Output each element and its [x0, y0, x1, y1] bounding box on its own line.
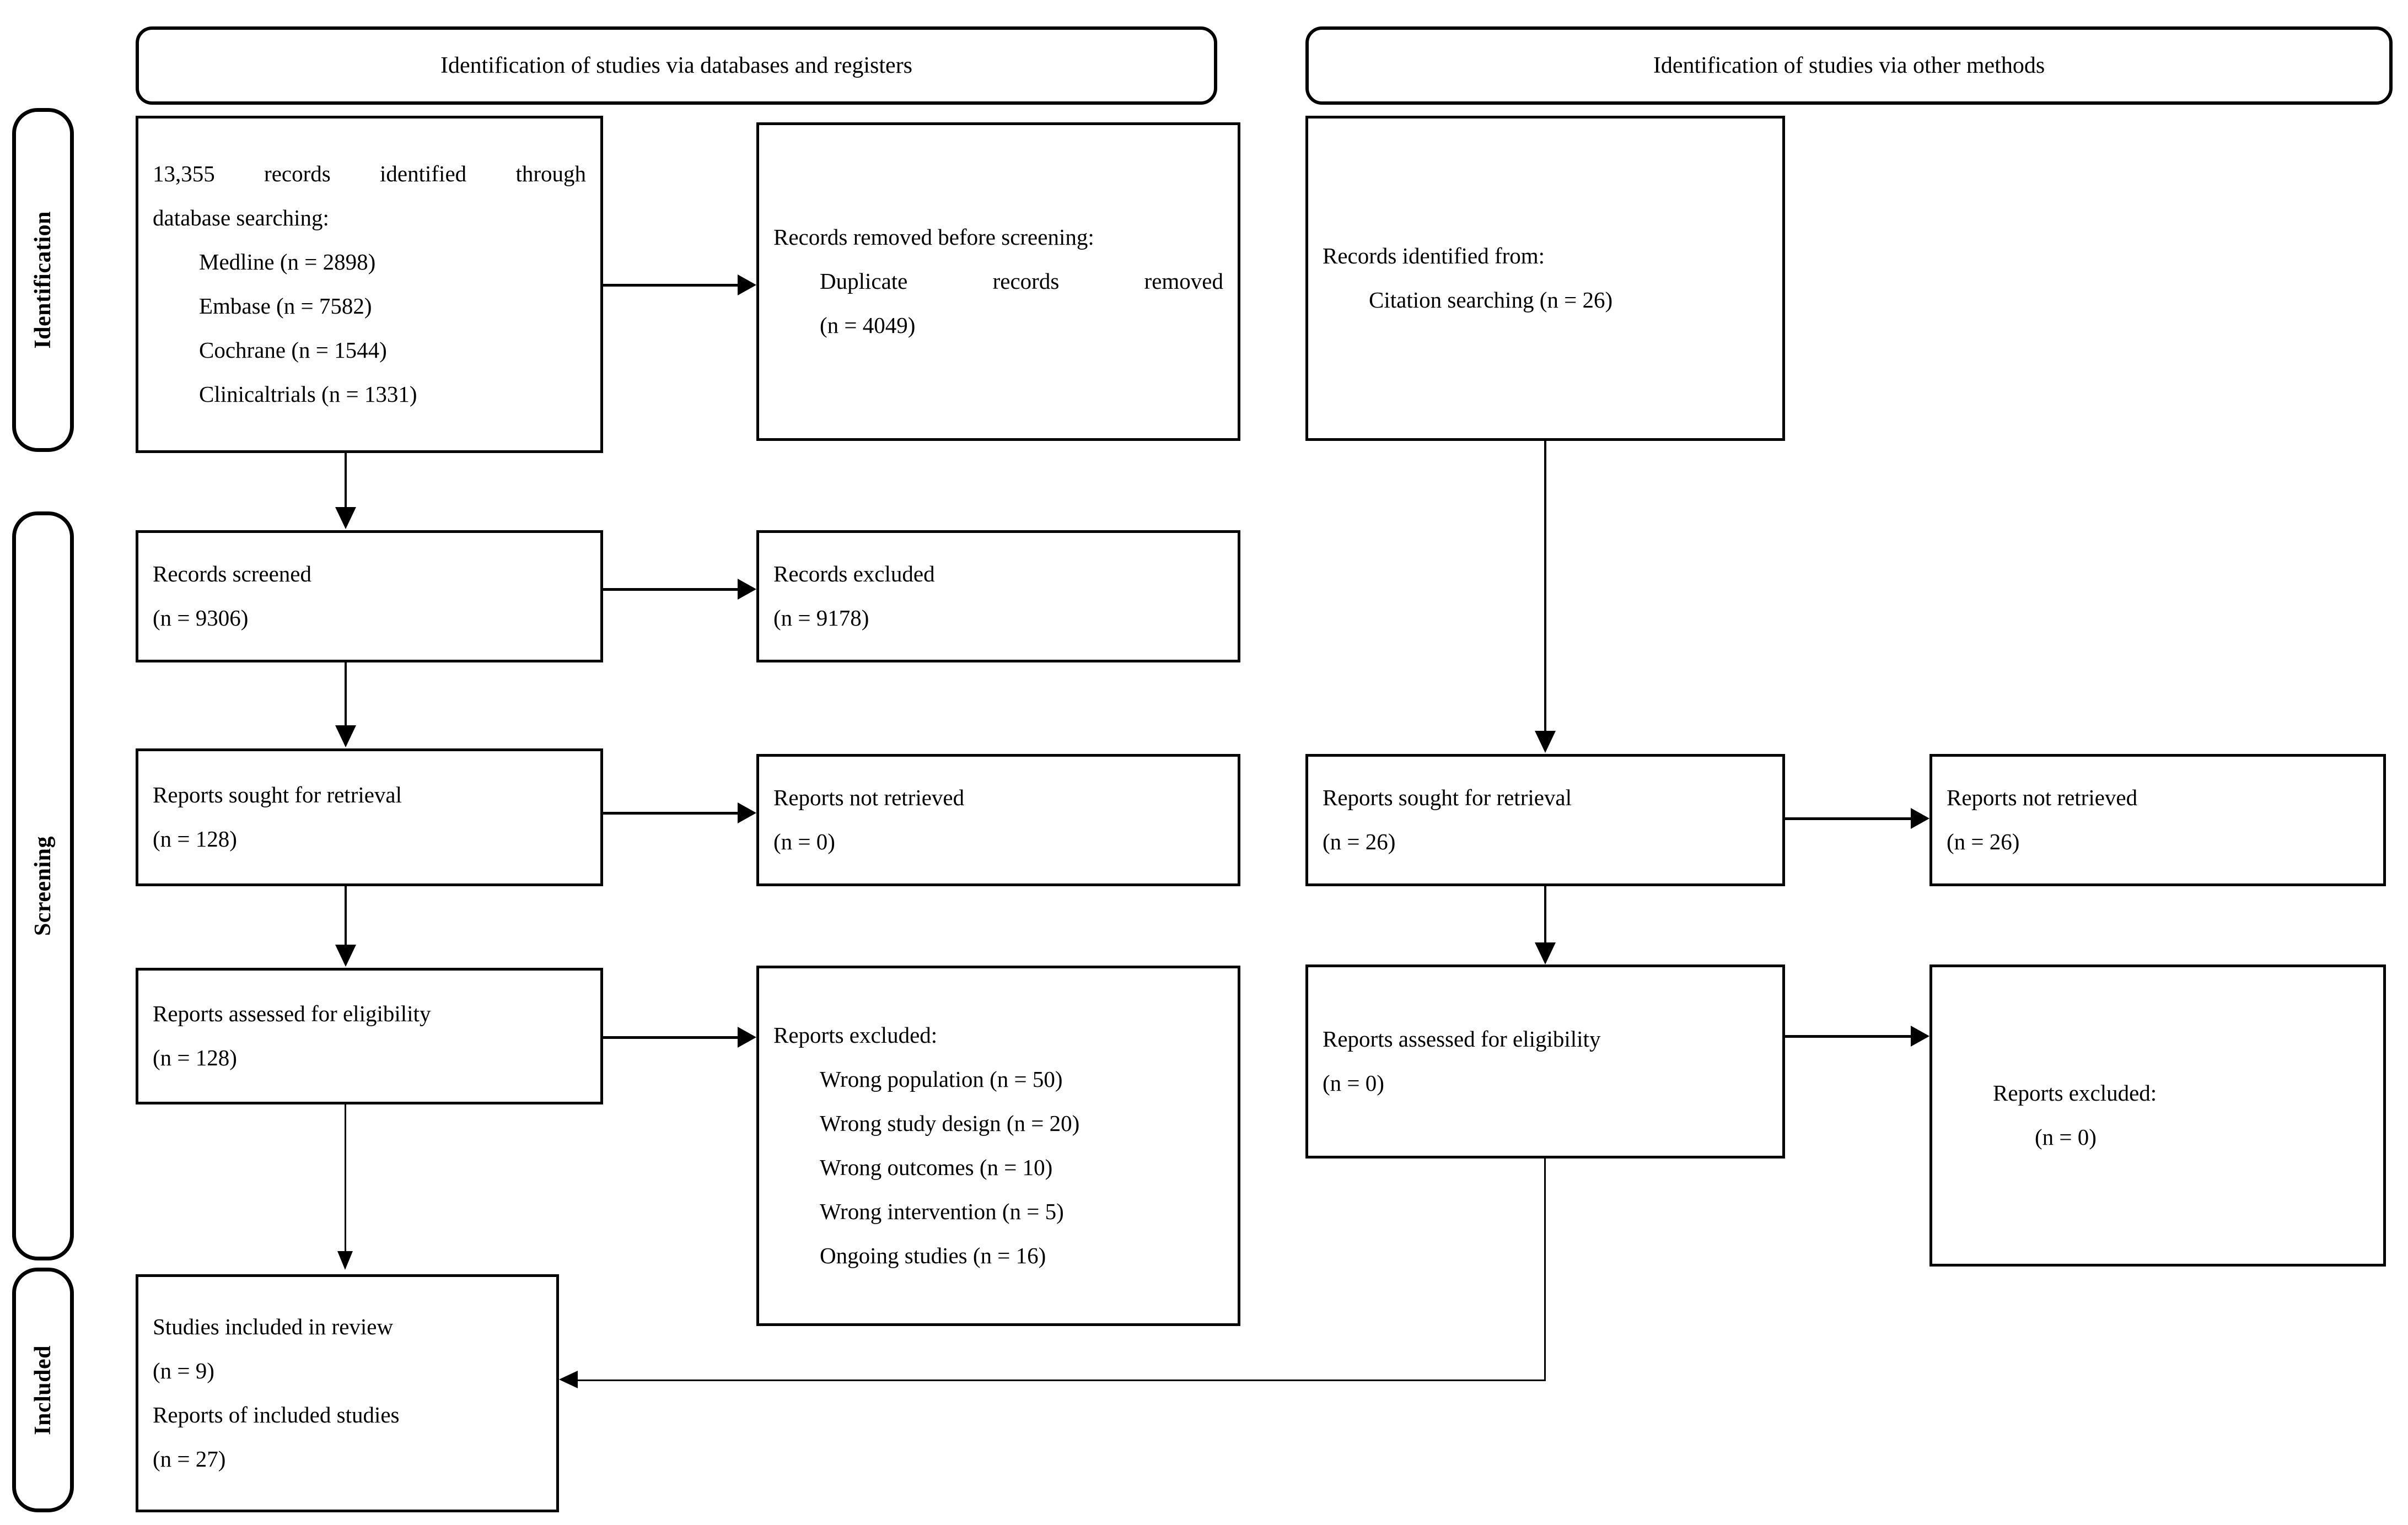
arrowhead-sought-to-assessed-right: [1535, 942, 1556, 964]
records-excluded-title: Records excluded: [773, 561, 935, 587]
reports-assessed-left-title: Reports assessed for eligibility: [153, 1001, 431, 1027]
records-removed-title: Records removed before screening:: [773, 224, 1094, 250]
records-excluded-count: (n = 9178): [773, 605, 869, 631]
banner-other-methods: Identification of studies via other meth…: [1305, 26, 2393, 105]
studies-included-count: (n = 9): [153, 1358, 214, 1384]
box-reports-sought-right: Reports sought for retrieval (n = 26): [1305, 754, 1785, 886]
connector-identified-to-removed: [603, 284, 738, 287]
reports-sought-right-count: (n = 26): [1323, 829, 1396, 854]
connector-sought-to-not-retrieved-left: [603, 812, 738, 815]
box-reports-sought-left: Reports sought for retrieval (n = 128): [136, 748, 603, 886]
box-records-excluded: Records excluded (n = 9178): [756, 530, 1240, 662]
reports-of-included-studies-count: (n = 27): [153, 1446, 226, 1472]
arrowhead-screened-to-excluded: [738, 579, 756, 600]
arrowhead-assessed-to-excluded-right: [1911, 1026, 1929, 1047]
reports-sought-left-title: Reports sought for retrieval: [153, 782, 402, 808]
box-reports-assessed-left: Reports assessed for eligibility (n = 12…: [136, 968, 603, 1104]
records-removed-count: (n = 4049): [820, 312, 916, 338]
arrowhead-assessed-to-excluded-left: [738, 1027, 756, 1048]
records-identified-title2: database searching:: [153, 205, 329, 231]
arrowhead-identified-to-removed: [738, 274, 756, 295]
reports-excluded-left-item-ongoing: Ongoing studies (n = 16): [820, 1242, 1046, 1268]
connector-sought-to-not-retrieved-right: [1785, 817, 1911, 820]
arrowhead-sought-to-assessed-left: [335, 945, 356, 967]
reports-not-retrieved-left-title: Reports not retrieved: [773, 785, 965, 811]
reports-excluded-right-count: (n = 0): [2035, 1124, 2097, 1150]
arrowhead-sought-to-not-retrieved-right: [1911, 808, 1929, 829]
connector-assessed-to-excluded-left: [603, 1036, 738, 1039]
reports-not-retrieved-right-count: (n = 26): [1947, 829, 2020, 854]
phase-identification-label: Identification: [30, 211, 56, 349]
reports-assessed-left-count: (n = 128): [153, 1045, 237, 1070]
reports-not-retrieved-right-title: Reports not retrieved: [1947, 785, 2138, 811]
banner-other-label: Identification of studies via other meth…: [1653, 53, 2045, 78]
box-records-identified-other: Records identified from: Citation search…: [1305, 116, 1785, 441]
records-identified-item-embase: Embase (n = 7582): [199, 293, 372, 319]
records-identified-other-title: Records identified from:: [1323, 243, 1545, 269]
reports-assessed-right-count: (n = 0): [1323, 1070, 1384, 1096]
connector-assessed-to-included: [345, 1104, 346, 1254]
banner-databases-and-registers: Identification of studies via databases …: [136, 26, 1217, 105]
reports-of-included-studies-title: Reports of included studies: [153, 1402, 400, 1427]
reports-excluded-left-item-population: Wrong population (n = 50): [820, 1066, 1063, 1092]
arrowhead-other-to-sought-right: [1535, 731, 1556, 753]
reports-assessed-right-title: Reports assessed for eligibility: [1323, 1026, 1601, 1052]
box-reports-not-retrieved-right: Reports not retrieved (n = 26): [1929, 754, 2386, 886]
banner-databases-label: Identification of studies via databases …: [440, 53, 913, 78]
reports-excluded-right-title: Reports excluded:: [1993, 1080, 2157, 1106]
box-reports-not-retrieved-left: Reports not retrieved (n = 0): [756, 754, 1240, 886]
reports-sought-right-title: Reports sought for retrieval: [1323, 785, 1572, 811]
records-identified-other-item: Citation searching (n = 26): [1369, 287, 1613, 312]
connector-screened-to-excluded: [603, 588, 738, 591]
connector-other-to-sought-right: [1544, 441, 1546, 733]
records-removed-item: Duplicate records removed: [820, 268, 1223, 294]
phase-screening-label: Screening: [30, 836, 56, 936]
connector-sought-to-assessed-left: [345, 886, 347, 948]
reports-not-retrieved-left-count: (n = 0): [773, 829, 835, 854]
arrowhead-screened-to-sought-left: [335, 725, 356, 747]
reports-excluded-left-title: Reports excluded:: [773, 1022, 938, 1048]
arrowhead-identified-to-screened: [335, 507, 356, 529]
box-reports-excluded-right: Reports excluded: (n = 0): [1929, 964, 2386, 1267]
box-records-removed-before-screening: Records removed before screening: Duplic…: [756, 122, 1240, 441]
reports-excluded-left-item-outcomes: Wrong outcomes (n = 10): [820, 1155, 1053, 1180]
connector-right-elbow-horizontal: [577, 1379, 1546, 1381]
records-identified-item-cochrane: Cochrane (n = 1544): [199, 337, 387, 363]
box-records-screened: Records screened (n = 9306): [136, 530, 603, 662]
connector-assessed-to-excluded-right: [1785, 1035, 1911, 1038]
records-screened-title: Records screened: [153, 561, 312, 587]
phase-identification: Identification: [12, 108, 74, 452]
connector-screened-to-sought-left: [345, 662, 347, 728]
connector-identified-to-screened: [345, 453, 347, 509]
records-identified-item-medline: Medline (n = 2898): [199, 249, 376, 275]
arrowhead-right-elbow-to-included: [559, 1371, 578, 1388]
connector-sought-to-assessed-right: [1544, 886, 1546, 946]
records-identified-item-clinicaltrials: Clinicaltrials (n = 1331): [199, 381, 417, 407]
reports-excluded-left-item-study-design: Wrong study design (n = 20): [820, 1111, 1080, 1136]
records-screened-count: (n = 9306): [153, 605, 249, 631]
connector-right-elbow-vertical: [1544, 1158, 1546, 1381]
box-studies-included: Studies included in review (n = 9) Repor…: [136, 1274, 559, 1512]
reports-sought-left-count: (n = 128): [153, 826, 237, 852]
box-reports-excluded-left: Reports excluded: Wrong population (n = …: [756, 966, 1240, 1326]
phase-screening: Screening: [12, 511, 74, 1260]
arrowhead-assessed-to-included: [337, 1251, 353, 1270]
phase-included: Included: [12, 1268, 74, 1512]
box-reports-assessed-right: Reports assessed for eligibility (n = 0): [1305, 964, 1785, 1158]
phase-included-label: Included: [30, 1345, 56, 1435]
studies-included-title: Studies included in review: [153, 1314, 394, 1340]
box-records-identified-databases: 13,355 records identified through databa…: [136, 116, 603, 453]
arrowhead-sought-to-not-retrieved-left: [738, 802, 756, 823]
records-identified-title: 13,355 records identified through: [153, 161, 586, 187]
reports-excluded-left-item-intervention: Wrong intervention (n = 5): [820, 1198, 1064, 1224]
